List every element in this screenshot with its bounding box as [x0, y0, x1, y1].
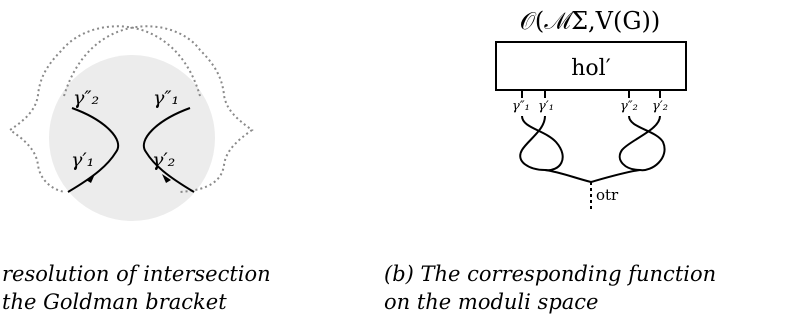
right-caption-line2: on the moduli space: [384, 290, 599, 314]
gray-disk: [49, 55, 215, 221]
hol-box: [495, 41, 687, 91]
label-g2p: γ′₂: [152, 149, 175, 171]
strand-label-3: γ″₂: [620, 99, 638, 114]
left-caption: resolution of intersection the Goldman b…: [2, 260, 271, 316]
arrow-icon: [162, 174, 171, 183]
otr-label: otr: [596, 186, 619, 204]
dotted-loop: [63, 25, 254, 193]
label-g1pp: γ″₁: [153, 87, 179, 109]
hol-label: hol′: [571, 56, 610, 81]
strand-label-2: γ′₁: [538, 99, 554, 114]
left-diagram: γ″₂ γ″₁ γ′₁ γ′₂: [8, 25, 254, 221]
strand-right: [143, 107, 195, 193]
arrow-icon: [86, 174, 95, 183]
strand-label-4: γ′₂: [652, 99, 668, 114]
twist-right: [618, 115, 666, 172]
right-caption-line1: (b) The corresponding function: [384, 262, 717, 286]
merge-left: [544, 169, 592, 183]
left-caption-line2: the Goldman bracket: [2, 290, 227, 314]
twist-left: [519, 115, 564, 172]
strand-label-1: γ″₁: [512, 99, 530, 114]
left-caption-line1: resolution of intersection: [2, 262, 271, 286]
right-diagram: 𝒪(ℳΣ,V(G)) hol′ γ″₁ γ′₁ γ″₂ γ′₂ otr: [495, 7, 687, 212]
right-caption: (b) The corresponding function on the mo…: [384, 260, 716, 316]
function-title: 𝒪(ℳΣ,V(G)): [520, 7, 661, 35]
merge-right: [590, 169, 641, 183]
label-g2pp: γ″₂: [73, 87, 99, 109]
label-g1p: γ′₁: [71, 149, 94, 171]
